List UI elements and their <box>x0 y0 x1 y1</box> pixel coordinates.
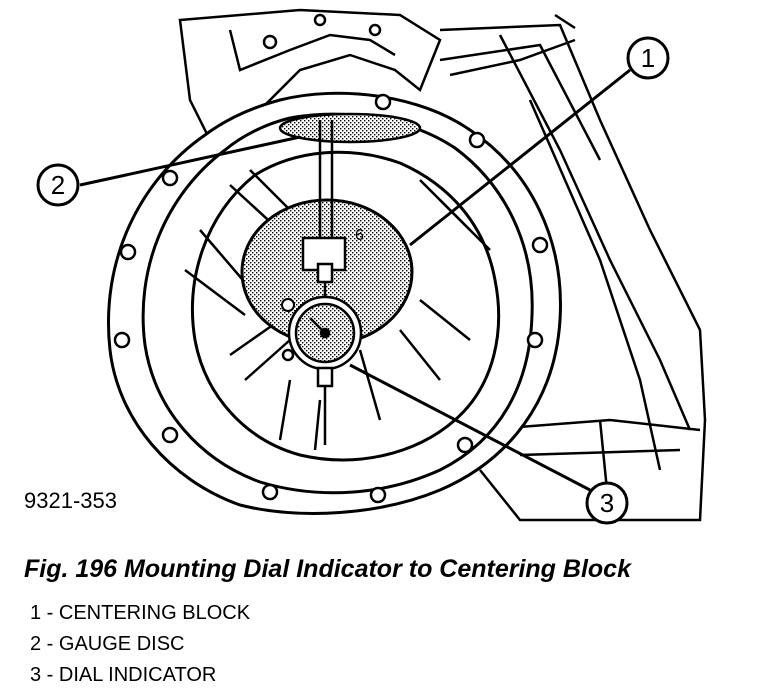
callout-1-label: 1 <box>641 43 655 73</box>
callout-1: 1 <box>409 36 670 247</box>
transmission-housing-illustration: 6 1 2 3 <box>36 8 707 525</box>
legend-item: 3 - DIAL INDICATOR <box>30 664 217 686</box>
dial-indicator <box>281 295 363 445</box>
flange-bolt-holes <box>113 93 549 504</box>
figure-id: 9321-353 <box>24 488 117 513</box>
callout-3: 3 <box>349 363 629 525</box>
legend: 1 - CENTERING BLOCK 2 - GAUGE DISC 3 - D… <box>30 598 250 691</box>
svg-text:6: 6 <box>355 227 364 244</box>
indicator-rod <box>301 120 347 300</box>
figure-caption: Fig. 196 Mounting Dial Indicator to Cent… <box>24 555 631 583</box>
callout-3-label: 3 <box>600 488 614 518</box>
callout-2-label: 2 <box>51 170 65 200</box>
gauge-disc <box>278 112 422 144</box>
callout-2: 2 <box>36 135 301 207</box>
legend-item: 1 - CENTERING BLOCK <box>30 602 251 624</box>
transmission-case <box>439 13 707 522</box>
legend-item: 2 - GAUGE DISC <box>30 633 185 655</box>
